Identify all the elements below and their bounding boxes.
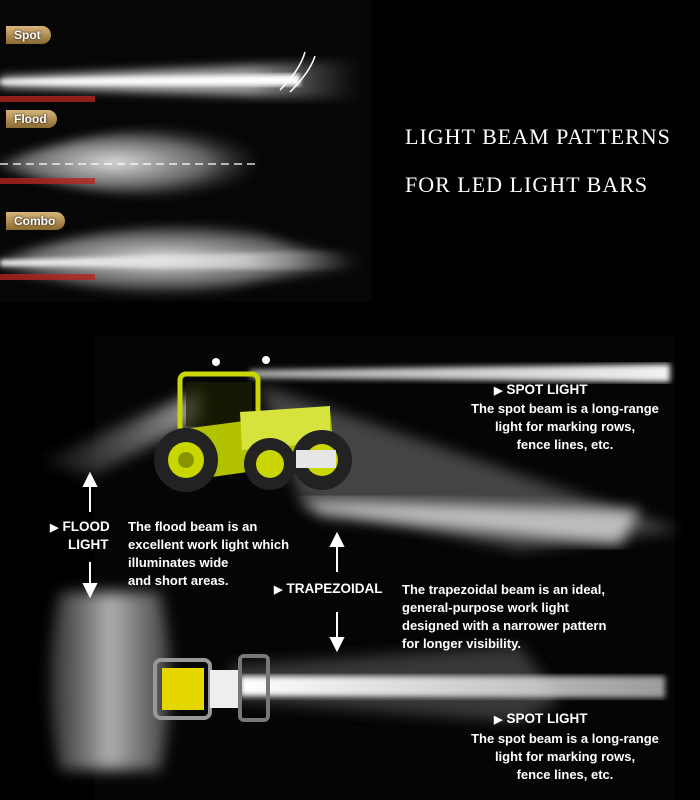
trapezoidal-desc-line: The trapezoidal beam is an ideal, [402, 582, 606, 597]
headline-line-2: FOR LED LIGHT BARS [405, 172, 649, 197]
left-flood-beam [40, 390, 200, 476]
bottom-flood-beam [50, 592, 170, 770]
spot-tag: Spot [6, 26, 51, 44]
spot-bottom-desc-line: fence lines, etc. [516, 767, 614, 782]
combo-beam-pattern [0, 225, 360, 294]
led-light-bar-illustration [153, 654, 270, 722]
play-triangle-icon: ▶ [494, 385, 503, 397]
beam-pattern-illustrations [0, 0, 372, 302]
trapezoidal-title: TRAPEZOIDAL [286, 581, 383, 596]
spot-light-top-title: SPOT LIGHT [506, 382, 588, 397]
flood-light-description: The flood beam is an excellent work ligh… [128, 518, 338, 590]
spot-light-bottom-title: SPOT LIGHT [506, 711, 588, 726]
flood-desc-line: and short areas. [128, 573, 229, 588]
play-triangle-icon: ▶ [274, 584, 283, 596]
bottom-spot-beam [240, 676, 665, 698]
flood-tag: Flood [6, 110, 57, 128]
trapezoidal-beam-top [300, 500, 640, 545]
flood-title-line-1: FLOOD [62, 519, 110, 534]
spot-top-desc-line: light for marking rows, [494, 419, 636, 434]
top-panel: Spot Flood Combo LIGHT BEAM PATTERNS FOR… [0, 0, 700, 305]
upper-spot-beam [250, 364, 670, 382]
trapezoidal-description: The trapezoidal beam is an ideal, genera… [402, 581, 672, 653]
diagram-illustration [40, 336, 680, 800]
trapezoidal-desc-line: for longer visibility. [402, 636, 521, 651]
beam-usage-diagram: ▶SPOT LIGHT The spot beam is a long-rang… [0, 330, 700, 800]
play-triangle-icon: ▶ [494, 714, 503, 726]
trapezoidal-desc-line: designed with a narrower pattern [402, 618, 607, 633]
flood-arrow [82, 471, 98, 599]
flood-beam-pattern [0, 129, 255, 196]
spot-light-bottom-heading: ▶SPOT LIGHT [494, 711, 587, 726]
flood-light-heading: ▶FLOOD [50, 519, 110, 534]
trapezoidal-arrow [329, 531, 345, 653]
flood-desc-line: excellent work light which [128, 537, 290, 552]
play-triangle-icon: ▶ [50, 522, 59, 534]
headline-line-1: LIGHT BEAM PATTERNS [405, 124, 671, 149]
spot-top-desc-line: fence lines, etc. [516, 437, 614, 452]
spot-light-top-heading: ▶SPOT LIGHT [494, 382, 587, 397]
flood-desc-line: illuminates wide [128, 555, 229, 570]
spot-bottom-desc-line: light for marking rows, [494, 749, 636, 764]
combo-tag: Combo [6, 212, 66, 230]
trapezoidal-heading: ▶TRAPEZOIDAL [274, 581, 382, 596]
flood-title-line-2: LIGHT [68, 537, 109, 552]
spot-light-bottom-description: The spot beam is a long-range light for … [440, 730, 690, 784]
spot-beam-pattern [0, 51, 360, 102]
spot-bottom-desc-line: The spot beam is a long-range [471, 731, 659, 746]
trapezoidal-desc-line: general-purpose work light [402, 600, 569, 615]
spot-top-desc-line: The spot beam is a long-range [471, 401, 659, 416]
flood-desc-line: The flood beam is an [128, 519, 258, 534]
spot-light-top-description: The spot beam is a long-range light for … [440, 400, 690, 454]
tractor-illustration [154, 356, 352, 492]
